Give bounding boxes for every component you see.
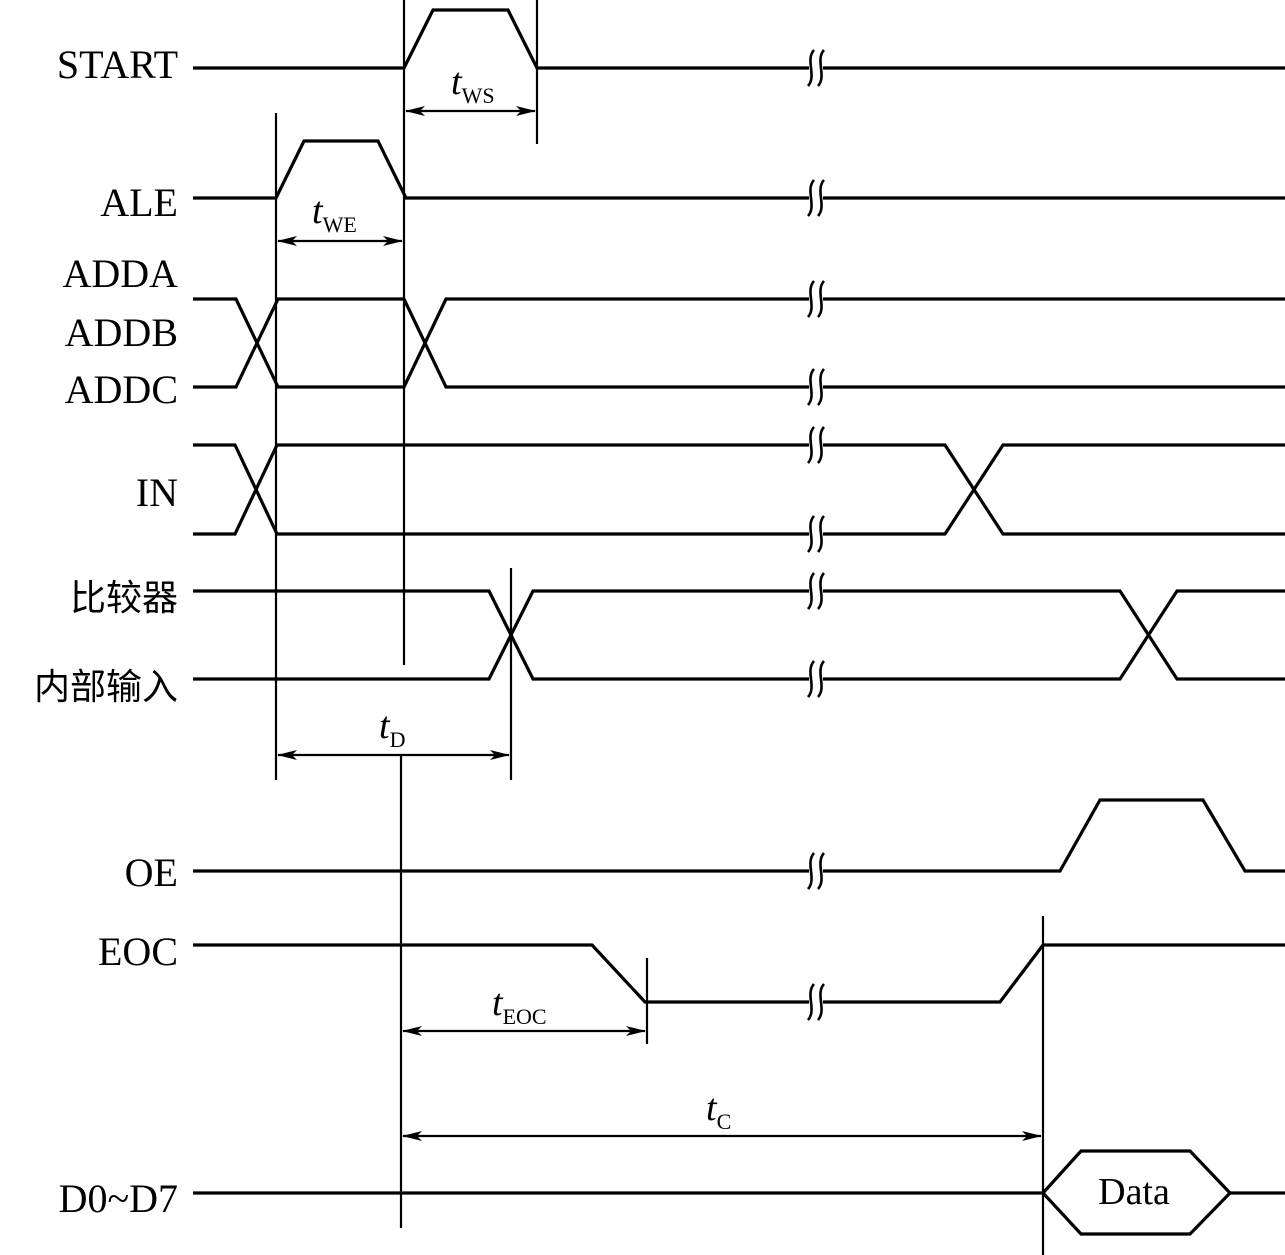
- signal-label-start: START: [57, 42, 178, 87]
- data-valid-box: [1040, 1149, 1233, 1236]
- time-break-stroke: [806, 515, 816, 553]
- time-break-stroke: [816, 572, 826, 610]
- waveform-eoc: [193, 943, 1285, 1004]
- data-box-label: Data: [1098, 1171, 1170, 1213]
- time-break-stroke: [816, 660, 826, 698]
- signal-label-addc: ADDC: [65, 367, 178, 412]
- time-break-stroke: [816, 280, 826, 318]
- time-break-stroke: [816, 426, 826, 464]
- waveform-comparator-lower: [193, 589, 1285, 681]
- time-break-stroke: [816, 49, 826, 87]
- signal-label-comparator: 比较器: [70, 578, 178, 619]
- signal-label-in: IN: [136, 470, 178, 515]
- waveform-in-upper: [193, 443, 1285, 536]
- waveform-comparator-upper: [193, 589, 1285, 681]
- time-break-stroke: [806, 660, 816, 698]
- time-break-marks: [806, 49, 826, 1021]
- time-break-stroke: [806, 572, 816, 610]
- waveform-address-lower: [193, 297, 1285, 389]
- time-break-stroke: [806, 983, 816, 1021]
- signal-label-adda: ADDA: [62, 251, 178, 296]
- timing-label-twe: tWE: [312, 190, 357, 237]
- time-break-stroke: [816, 179, 826, 217]
- waveform-oe: [193, 798, 1285, 873]
- time-break-stroke: [806, 368, 816, 406]
- time-break-stroke: [816, 983, 826, 1021]
- signal-label-addb: ADDB: [65, 310, 178, 355]
- time-break-stroke: [806, 179, 816, 217]
- signal-label-data-bus: D0~D7: [59, 1176, 178, 1221]
- time-break-stroke: [816, 368, 826, 406]
- time-break-stroke: [806, 426, 816, 464]
- timing-label-teoc: tEOC: [492, 982, 547, 1029]
- time-break-stroke: [806, 852, 816, 890]
- signal-label-eoc: EOC: [98, 929, 178, 974]
- signal-label-oe: OE: [125, 850, 178, 895]
- timing-label-tws: tWS: [451, 61, 495, 108]
- time-break-stroke: [816, 852, 826, 890]
- signal-label-ale: ALE: [100, 180, 178, 225]
- time-break-stroke: [806, 280, 816, 318]
- waveform-address-upper: [193, 297, 1285, 389]
- timing-label-td: tD: [379, 705, 405, 752]
- time-break-stroke: [806, 49, 816, 87]
- time-break-stroke: [816, 515, 826, 553]
- waveform-ale: [193, 139, 1285, 200]
- waveform-in-lower: [193, 443, 1285, 536]
- timing-label-tc: tC: [706, 1087, 731, 1134]
- signal-label-internal-input: 内部输入: [34, 667, 178, 708]
- waveform-start: [193, 8, 1285, 70]
